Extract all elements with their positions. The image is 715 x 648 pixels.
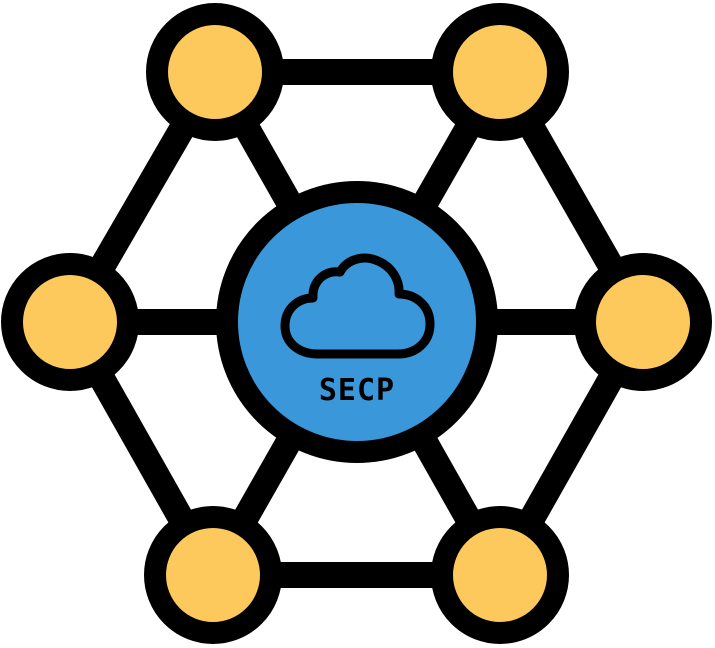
node-middle-left	[1, 253, 139, 391]
node-top-right	[431, 3, 569, 141]
node-top-left	[146, 3, 284, 141]
cloud-icon	[280, 253, 435, 359]
hub: SECP	[216, 181, 498, 463]
node-bottom-left	[144, 506, 282, 644]
node-bottom-right	[431, 506, 569, 644]
outer-nodes	[1, 3, 712, 644]
node-middle-right	[574, 253, 712, 391]
hub-label: SECP	[319, 373, 395, 408]
hub-circle	[216, 181, 498, 463]
